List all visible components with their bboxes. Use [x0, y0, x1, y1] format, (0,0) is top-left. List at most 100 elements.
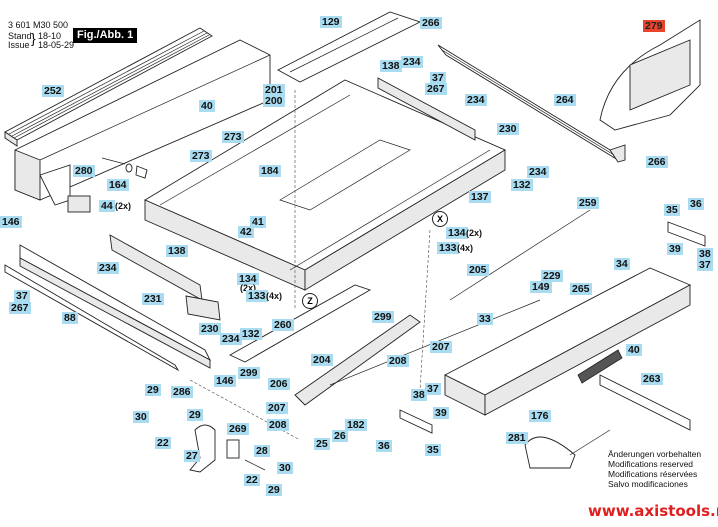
part-hinge-44 [67, 195, 91, 213]
callout-30: 30 [133, 411, 149, 423]
issue-label: Issue [8, 40, 30, 50]
callout-234: 234 [401, 56, 423, 68]
callout-28: 28 [254, 445, 270, 457]
website-link[interactable]: www.axistools.ru [588, 502, 718, 520]
callout-22: 22 [244, 474, 260, 486]
callout-234: 234 [527, 166, 549, 178]
callout-230: 230 [497, 123, 519, 135]
callout-266: 266 [420, 17, 442, 29]
callout-267: 267 [425, 83, 447, 95]
callout-134: 134 [446, 227, 468, 239]
callout-266: 266 [646, 156, 668, 168]
part-pin-28 [244, 459, 266, 471]
callout-206: 206 [268, 378, 290, 390]
callout-149: 149 [530, 281, 552, 293]
callout-39: 39 [667, 243, 683, 255]
part-plate-269 [226, 439, 240, 459]
part-plate-35-right [667, 221, 706, 247]
callout-260: 260 [272, 319, 294, 331]
callout-38: 38 [411, 389, 427, 401]
callout-208: 208 [387, 355, 409, 367]
callout-30: 30 [277, 462, 293, 474]
note-es: Salvo modificaciones [608, 479, 688, 489]
callout-37: 37 [425, 383, 441, 395]
callout-22: 22 [155, 437, 171, 449]
callout-44-qty: (2x) [115, 201, 132, 211]
callout-134: 134 [237, 273, 259, 285]
callout-35: 35 [425, 444, 441, 456]
part-table-top [144, 79, 506, 291]
part-rail-263 [599, 374, 691, 431]
callout-41: 41 [250, 216, 266, 228]
detail-marker-z: Z [302, 293, 318, 309]
callout-27: 27 [184, 450, 200, 462]
stand-value: 18-10 [38, 31, 62, 41]
callout-38: 38 [697, 248, 713, 260]
part-rod-205 [449, 209, 591, 301]
callout-138: 138 [380, 60, 402, 72]
callout-133: 133 [246, 290, 268, 302]
callout-132: 132 [511, 179, 533, 191]
callout-207: 207 [430, 341, 452, 353]
callout-37: 37 [697, 259, 713, 271]
callout-164: 164 [107, 179, 129, 191]
callout-26: 26 [332, 430, 348, 442]
callout-267: 267 [9, 302, 31, 314]
callout-234: 234 [97, 262, 119, 274]
callout-208: 208 [267, 419, 289, 431]
callout-273: 273 [190, 150, 212, 162]
note-de: Änderungen vorbehalten [608, 449, 702, 459]
callout-264: 264 [554, 94, 576, 106]
callout-204: 204 [311, 354, 333, 366]
callout-176: 176 [529, 410, 551, 422]
part-rail-252 [4, 27, 213, 147]
callout-286: 286 [171, 386, 193, 398]
callout-37: 37 [14, 290, 30, 302]
callout-182: 182 [345, 419, 367, 431]
part-blade-guard-279 [599, 19, 701, 131]
issue-value: 18-05-29 [38, 40, 75, 50]
callout-273: 273 [222, 131, 244, 143]
callout-234: 234 [465, 94, 487, 106]
callout-201: 201 [263, 84, 285, 96]
callout-134-qty: (2x) [466, 228, 483, 238]
callout-29: 29 [187, 409, 203, 421]
callout-265: 265 [570, 283, 592, 295]
assembly-line [189, 379, 301, 441]
callout-280: 280 [73, 165, 95, 177]
brace: } [31, 30, 36, 46]
callout-269: 269 [227, 423, 249, 435]
callout-29: 29 [266, 484, 282, 496]
callout-25: 25 [314, 438, 330, 450]
callout-29: 29 [145, 384, 161, 396]
part-rail-88 [4, 264, 180, 372]
part-bracket-27 [189, 424, 216, 473]
part-guide-260 [229, 284, 372, 363]
callout-207: 207 [266, 402, 288, 414]
part-rail-231 [19, 244, 212, 369]
callout-146: 146 [214, 375, 236, 387]
callout-146: 146 [0, 216, 22, 228]
part-rail-138-top [377, 77, 476, 141]
callout-231: 231 [142, 293, 164, 305]
callout-299: 299 [238, 367, 260, 379]
callout-234: 234 [220, 333, 242, 345]
callout-44: 44 [99, 200, 115, 212]
callout-229: 229 [541, 270, 563, 282]
callout-88: 88 [62, 312, 78, 324]
callout-36: 36 [376, 440, 392, 452]
callout-133: 133 [437, 242, 459, 254]
callout-34: 34 [614, 258, 630, 270]
callout-37: 37 [430, 72, 446, 84]
callout-138: 138 [166, 245, 188, 257]
assembly-line [419, 229, 431, 391]
callout-33: 33 [477, 313, 493, 325]
note-fr: Modifications réservées [608, 469, 698, 479]
callout-35: 35 [664, 204, 680, 216]
callout-205: 205 [467, 264, 489, 276]
part-riving-204 [294, 314, 421, 406]
callout-39: 39 [433, 407, 449, 419]
doc-number: 3 601 M30 500 [8, 20, 69, 30]
part-miter-gauge-281 [524, 429, 611, 469]
